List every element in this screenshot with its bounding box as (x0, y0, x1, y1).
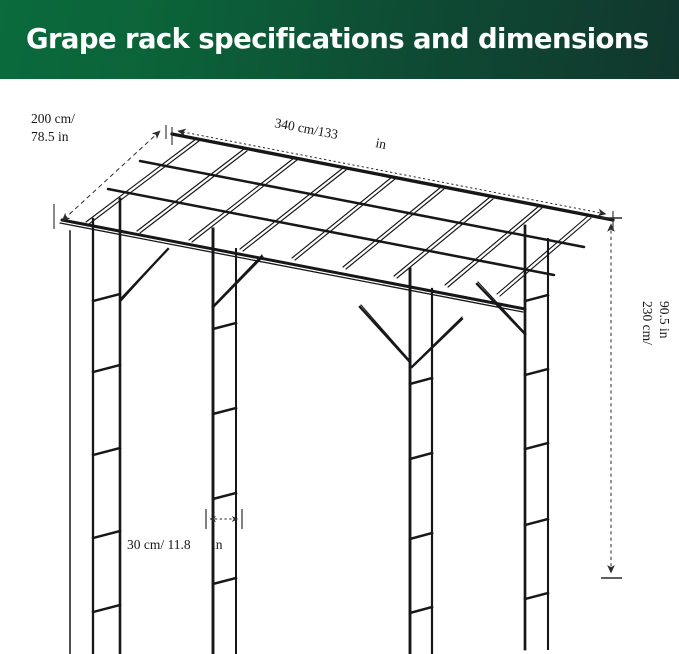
dimension-length-label-in: in (374, 135, 387, 152)
dimension-depth-label-cm: 200 cm/ (31, 111, 75, 126)
dimension-depth-label-in: 78.5 in (31, 129, 69, 144)
roof-structure (59, 132, 615, 313)
dimension-height: 230 cm/ 90.5 in (601, 217, 672, 579)
post-front-left (211, 227, 264, 654)
dimension-height-label-cm: 230 cm/ (640, 301, 655, 345)
page-title: Grape rack specifications and dimensions (26, 22, 649, 55)
header-banner: Grape rack specifications and dimensions (0, 0, 679, 79)
dimension-height-label-in: 90.5 in (657, 301, 672, 339)
diagram-area: 340 cm/133 in 200 cm/ 78.5 in 230 cm/ 90… (0, 79, 679, 654)
dimension-leg-spacing-label-cm: 30 cm/ 11.8 (127, 537, 191, 552)
grape-rack-diagram: 340 cm/133 in 200 cm/ 78.5 in 230 cm/ 90… (31, 111, 672, 654)
post-back-left (91, 197, 170, 654)
dimension-leg-spacing: 30 cm/ 11.8 in (127, 509, 243, 552)
post-far-right (475, 224, 550, 651)
roof-length-rails (59, 132, 615, 313)
post-back-right (358, 267, 464, 654)
dimension-leg-spacing-label-in: in (212, 537, 223, 552)
support-structure (69, 197, 550, 654)
dimension-length-label-cm: 340 cm/133 (273, 115, 339, 142)
dimension-depth: 200 cm/ 78.5 in (31, 111, 167, 229)
